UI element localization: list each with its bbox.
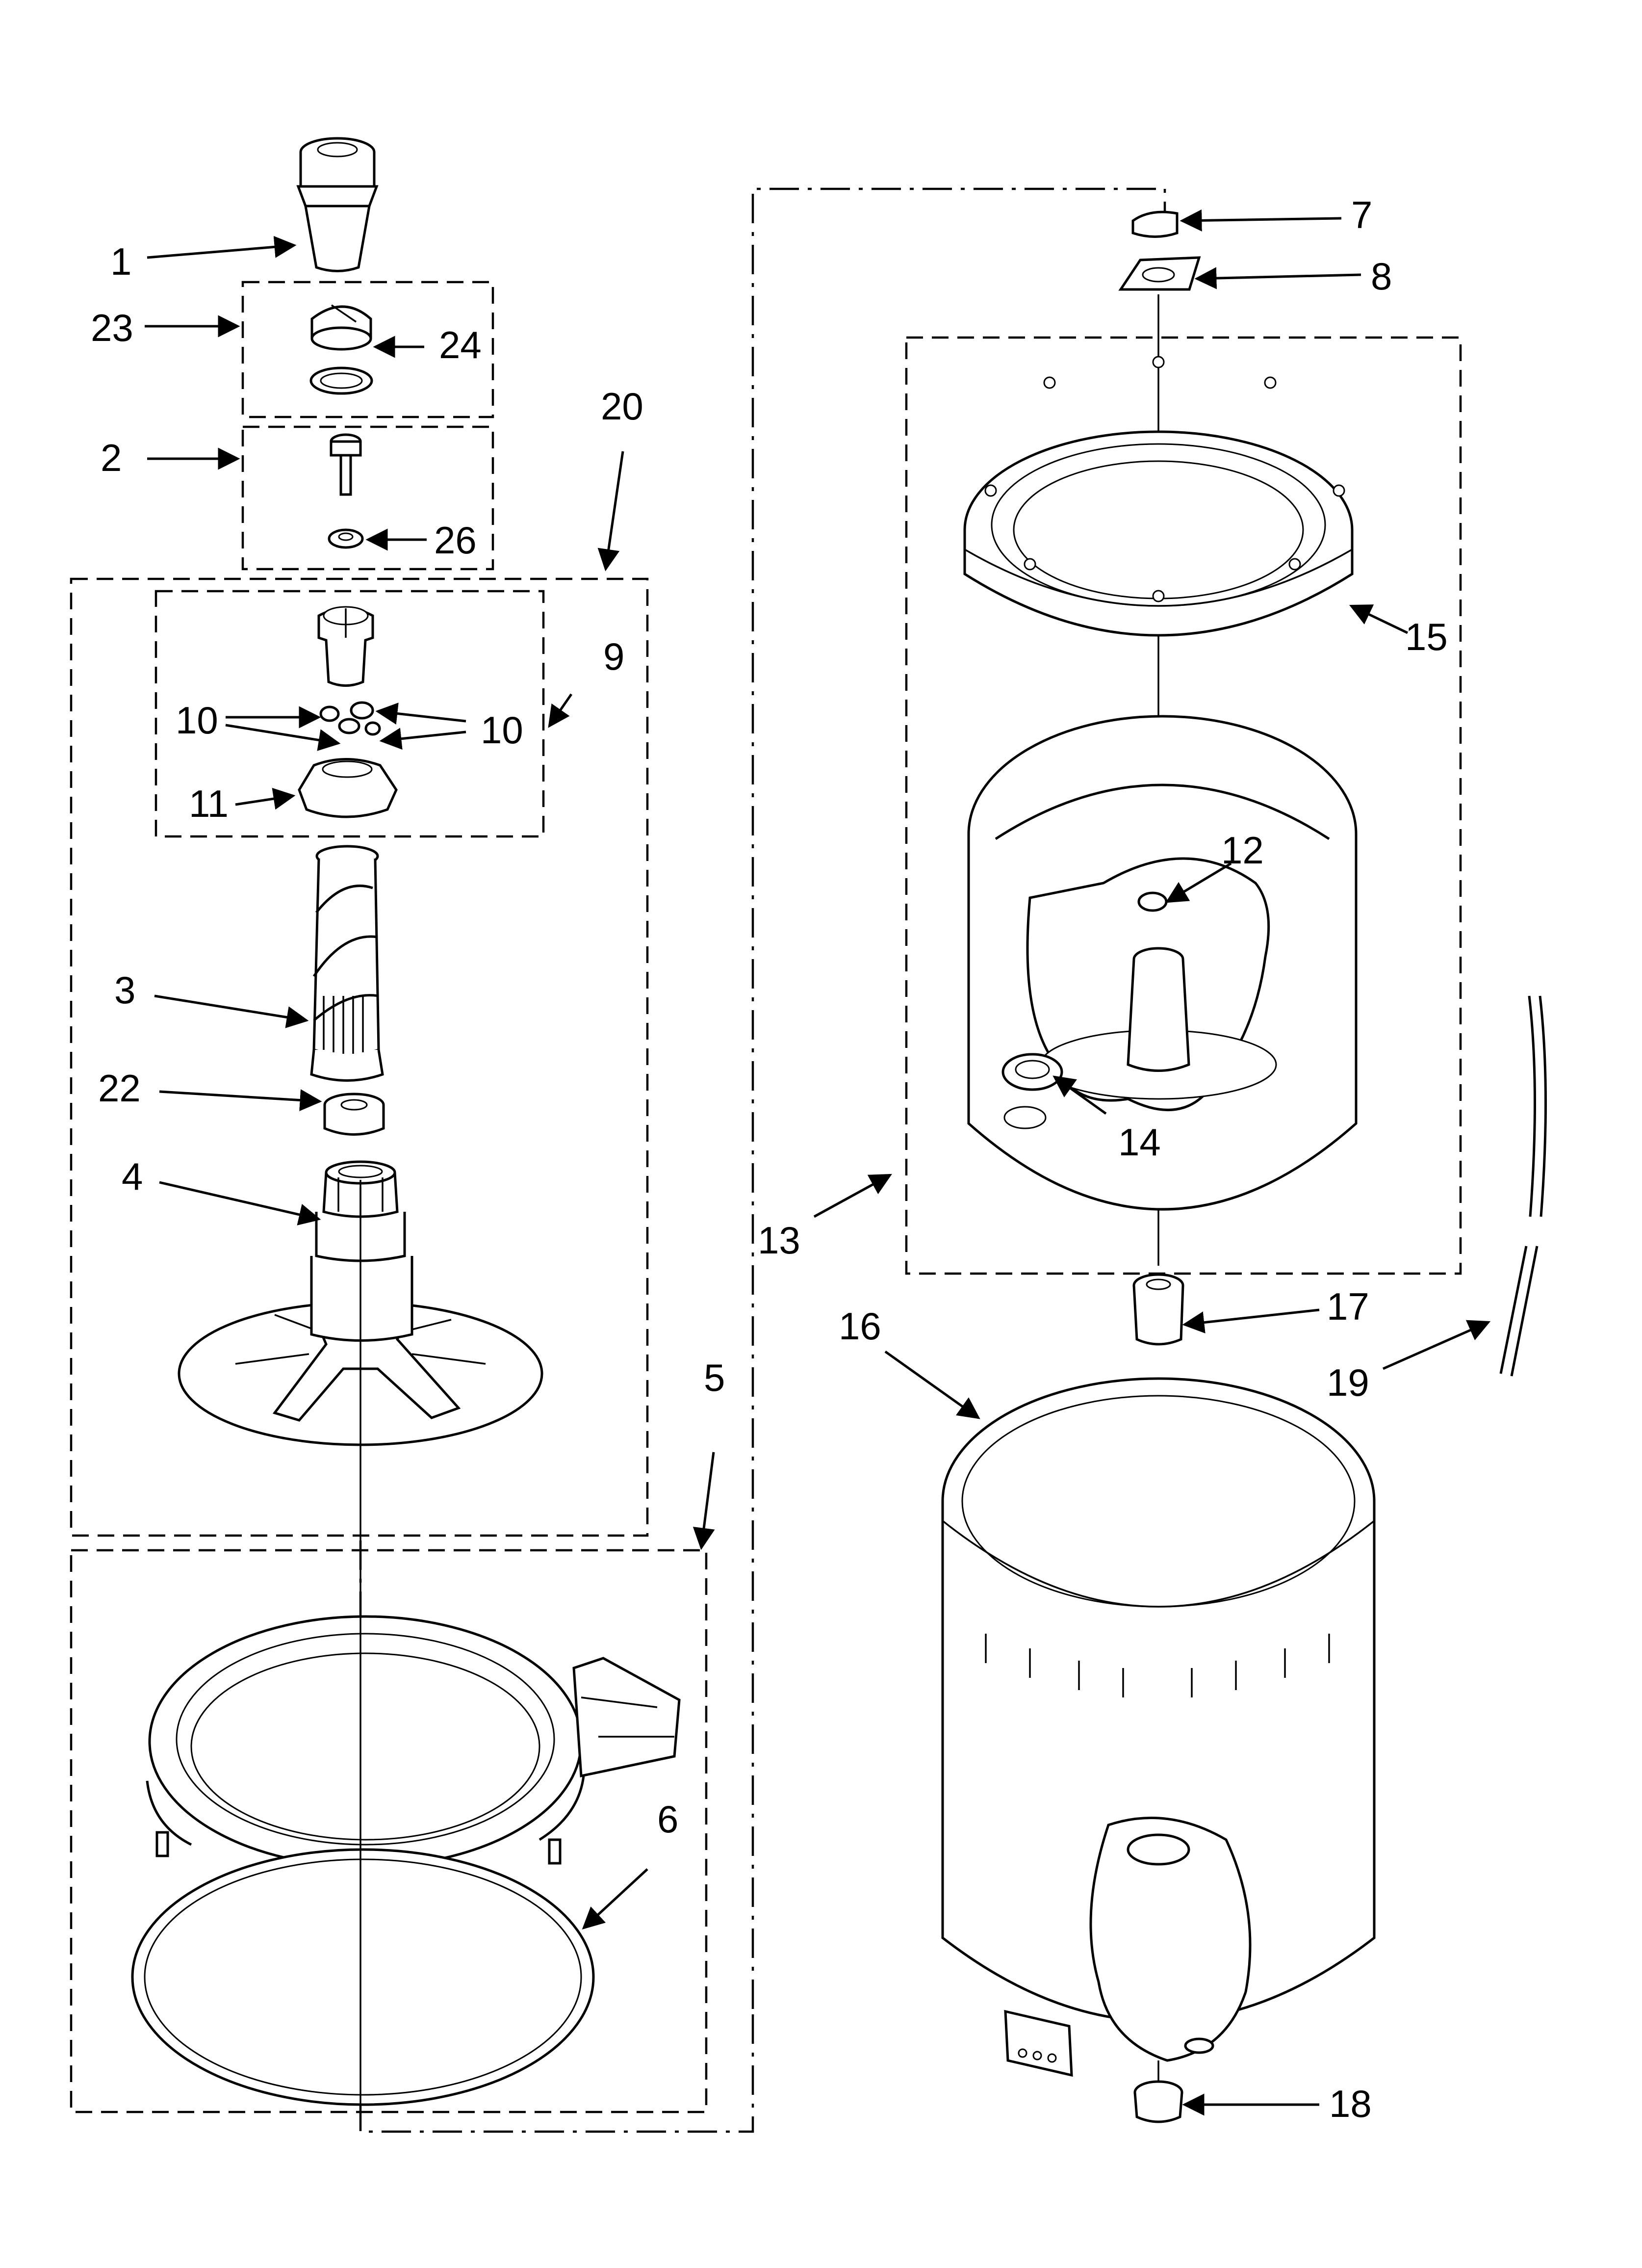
callout-7: 7	[1351, 193, 1372, 236]
part-24-ring	[309, 366, 373, 395]
callout-14: 14	[1118, 1121, 1161, 1164]
part-26-washer	[328, 528, 364, 549]
part-7-clip	[1131, 210, 1179, 238]
part-10-dogs	[319, 701, 381, 736]
callout-labels: 1 2 3 4 5 6 7 8 9 10 10 11 12 13 14 15 1…	[91, 193, 1448, 2125]
part-18-plug	[1133, 2080, 1183, 2123]
callout-23: 23	[91, 306, 133, 349]
part-23-cap	[310, 304, 372, 351]
callout-22: 22	[98, 1067, 141, 1110]
part-8-bracket	[1118, 256, 1201, 291]
group-box-9	[154, 590, 545, 838]
part-2-bolt	[330, 433, 362, 496]
group-box-23	[241, 281, 494, 418]
callout-18: 18	[1329, 2082, 1372, 2125]
callout-10a: 10	[176, 699, 218, 742]
part-16-outer-tub	[941, 1377, 1376, 2077]
callout-20: 20	[601, 385, 643, 428]
callout-19: 19	[1327, 1361, 1369, 1404]
part-1-dispenser	[296, 137, 379, 272]
part-3-auger	[310, 845, 384, 1082]
callout-2: 2	[101, 436, 122, 479]
callout-4: 4	[122, 1155, 143, 1198]
part-19-hose	[1499, 995, 1547, 1377]
callout-17: 17	[1327, 1285, 1369, 1328]
part-17-drive-block	[1132, 1273, 1184, 1346]
callout-16: 16	[839, 1304, 881, 1348]
callout-5: 5	[704, 1356, 725, 1399]
part-22-bearing	[323, 1093, 385, 1136]
group-box-5	[70, 1549, 708, 2113]
part-11-ratchet	[298, 758, 398, 818]
callout-15: 15	[1405, 615, 1448, 658]
callout-9: 9	[603, 635, 624, 678]
callout-26: 26	[434, 519, 477, 562]
callout-12: 12	[1221, 829, 1264, 872]
callout-24: 24	[439, 323, 482, 366]
callout-3: 3	[114, 968, 135, 1012]
part-15-balance-ring	[963, 356, 1354, 637]
leader-arrows	[145, 209, 1491, 2116]
callout-10b: 10	[481, 708, 523, 752]
callout-13: 13	[758, 1219, 800, 1262]
part-13-basket	[967, 715, 1358, 1211]
callout-11: 11	[189, 782, 229, 825]
part-4-agitator	[178, 1160, 543, 1446]
part-6-seal	[131, 1848, 595, 2106]
callout-6: 6	[657, 1798, 678, 1841]
group-box-2	[241, 425, 494, 571]
part-9-cam	[317, 606, 374, 687]
callout-1: 1	[110, 240, 131, 283]
callout-8: 8	[1371, 255, 1392, 298]
group-box-20	[70, 577, 649, 1537]
group-line-13	[751, 187, 1166, 2009]
group-box-13-inner	[905, 336, 1462, 1275]
